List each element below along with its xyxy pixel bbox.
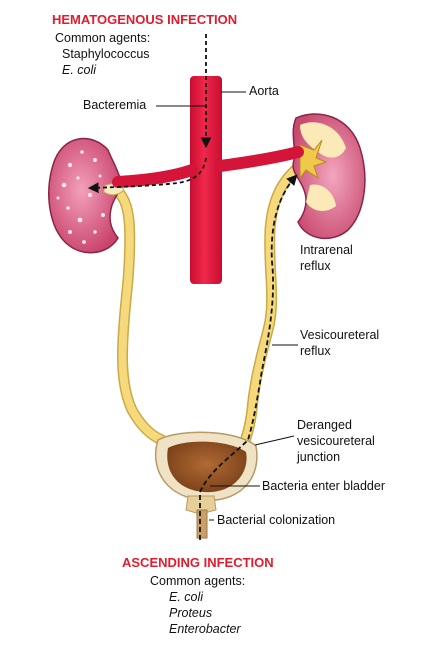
bacteremia-label: Bacteremia	[83, 98, 147, 112]
deranged-label-line2: vesicoureteral	[297, 434, 375, 448]
vesicoureteral-label-line2: reflux	[300, 344, 331, 358]
aorta-label: Aorta	[249, 84, 279, 98]
hematogenous-arrow	[87, 34, 212, 194]
right-kidney	[292, 113, 366, 240]
hematogenous-agents-label: Common agents:	[55, 31, 151, 45]
ascending-agents-label: Common agents:	[150, 574, 246, 588]
hematogenous-agent-2: E. coli	[62, 63, 97, 77]
ascending-title: ASCENDING INFECTION	[122, 555, 274, 570]
intrarenal-label-line1: Intrarenal	[300, 243, 353, 257]
bladder	[154, 431, 258, 539]
ascending-agent-1: E. coli	[169, 590, 204, 604]
ascending-arrow	[199, 174, 298, 540]
ascending-agent-3: Enterobacter	[169, 622, 241, 636]
enter-bladder-label: Bacteria enter bladder	[262, 479, 385, 493]
aorta	[112, 76, 304, 284]
deranged-label-line3: junction	[297, 450, 341, 464]
left-ureter	[110, 184, 168, 446]
left-kidney	[48, 137, 125, 254]
right-ureter	[240, 160, 306, 444]
leader-lines	[156, 91, 298, 521]
hematogenous-title: HEMATOGENOUS INFECTION	[52, 12, 238, 27]
intrarenal-label-line2: reflux	[300, 259, 331, 273]
colonization-label: Bacterial colonization	[217, 513, 336, 527]
vesicoureteral-label-line1: Vesicoureteral	[300, 328, 380, 342]
ascending-agent-2: Proteus	[169, 606, 213, 620]
hematogenous-agent-1: Staphylococcus	[62, 47, 150, 61]
deranged-label-line1: Deranged	[297, 418, 352, 432]
